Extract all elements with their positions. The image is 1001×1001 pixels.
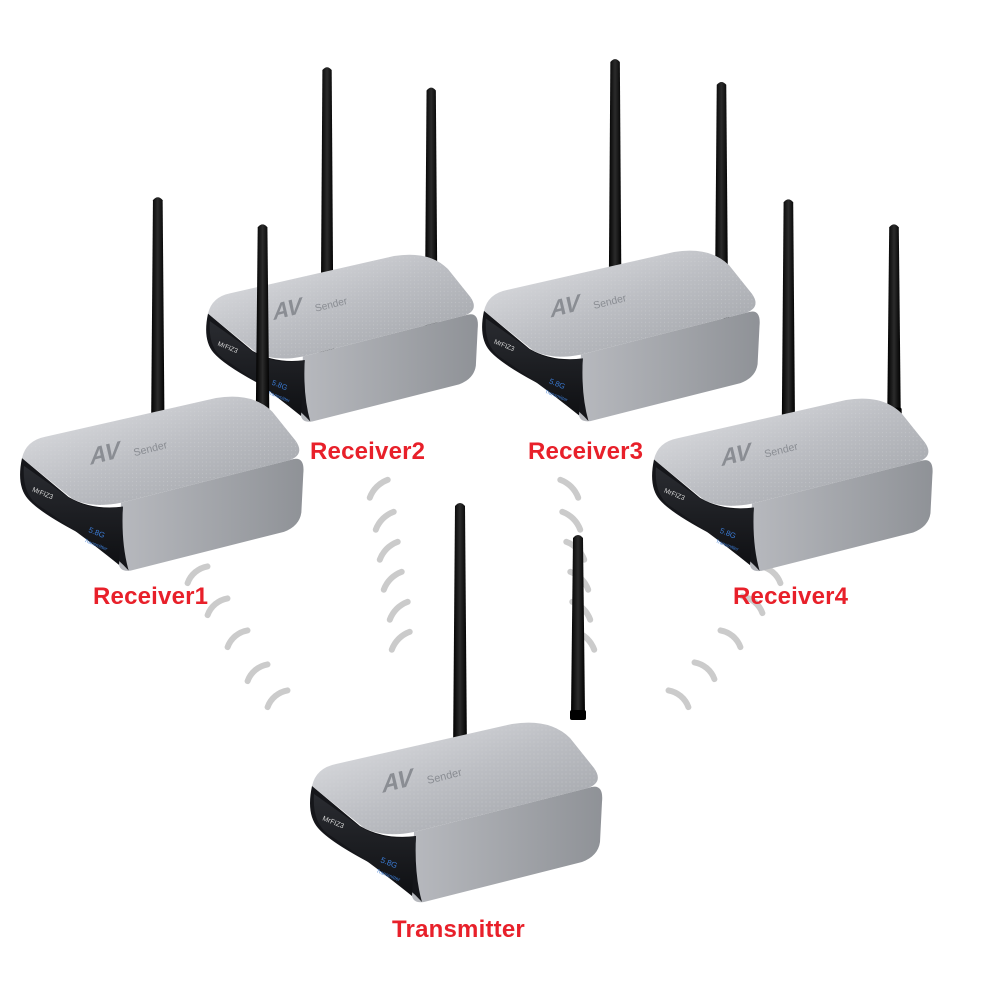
wave-arc (665, 687, 692, 711)
receiver3-label: Receiver3 (528, 438, 643, 465)
wave-arc (380, 568, 405, 593)
receiver4-label: Receiver4 (733, 583, 849, 610)
wave-arc (264, 687, 291, 711)
wave-arc (559, 508, 584, 533)
receiver2-label: Receiver2 (310, 438, 425, 465)
transmitter-label: Transmitter (392, 916, 525, 943)
wave-arc (372, 508, 397, 533)
antenna-icon (150, 197, 166, 443)
wave-arc (244, 661, 271, 685)
antenna-icon (886, 224, 902, 418)
wave-arc (717, 627, 744, 651)
antenna-icon (254, 224, 271, 424)
wave-arc (739, 593, 766, 617)
wave-arc (376, 538, 401, 563)
wave-arc (557, 476, 582, 501)
wave-arc (366, 476, 391, 501)
receiver1-label: Receiver1 (93, 583, 208, 610)
wave-arc (691, 659, 718, 683)
antenna-icon (570, 535, 586, 720)
antenna-icon (780, 199, 797, 445)
antenna-icon (452, 503, 468, 764)
wave-arc (388, 628, 413, 653)
wave-arc (386, 598, 411, 623)
wave-arc (184, 563, 211, 587)
wave-arc (224, 627, 251, 651)
wave-arc (204, 595, 231, 619)
